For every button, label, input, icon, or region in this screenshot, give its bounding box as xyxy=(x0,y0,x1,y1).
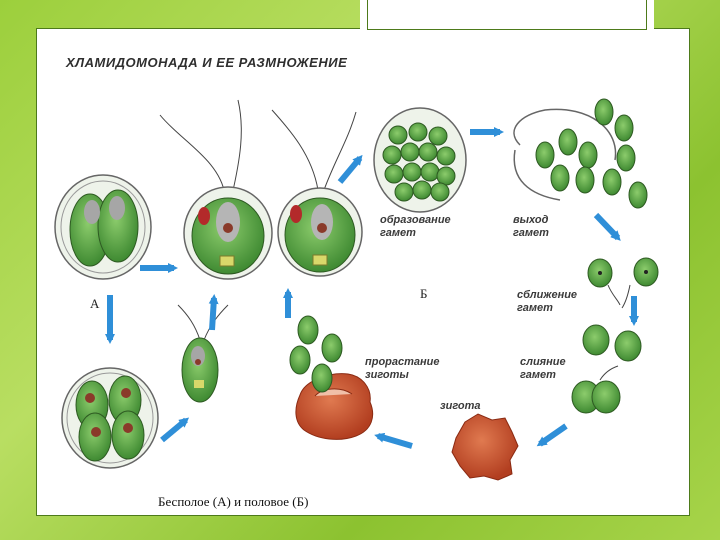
slide-tab-notch xyxy=(360,0,654,34)
mother-cell-dividing xyxy=(54,174,152,280)
germinating-zygote xyxy=(289,315,374,440)
arrow-5 xyxy=(337,154,363,184)
letter-asexual: А xyxy=(90,296,100,311)
label-zygote: зигота xyxy=(440,400,481,412)
diagram-title: ХЛАМИДОМОНАДА И ЕЕ РАЗМНОЖЕНИЕ xyxy=(66,55,348,70)
mature-cell-2 xyxy=(271,109,363,277)
arrow-7 xyxy=(593,212,621,241)
letter-sexual: Б xyxy=(420,286,428,301)
gamete-formation-cell xyxy=(373,107,467,213)
four-daughter-cells xyxy=(61,367,159,469)
arrow-4 xyxy=(208,294,219,331)
mature-cell-1 xyxy=(159,99,273,280)
label-gamete-fusion: слияние гамет xyxy=(520,356,566,381)
arrow-10 xyxy=(374,432,413,449)
arrow-9 xyxy=(536,423,568,447)
arrow-3 xyxy=(160,417,190,443)
gamete-release xyxy=(513,98,648,209)
cycle-arrows xyxy=(105,127,639,449)
label-zygote-germination: прорастание зиготы xyxy=(365,356,440,381)
caption: Бесполое (А) и половое (Б) xyxy=(158,494,309,509)
gametes-fusing xyxy=(571,324,642,414)
label-gamete-release: выход гамет xyxy=(513,214,549,239)
gametes-approaching xyxy=(587,257,659,309)
zygote xyxy=(451,413,519,481)
label-gamete-approach: сближение гамет xyxy=(517,289,578,314)
zoospore xyxy=(177,304,229,403)
label-gamete-formation: образование гамет xyxy=(380,214,451,239)
